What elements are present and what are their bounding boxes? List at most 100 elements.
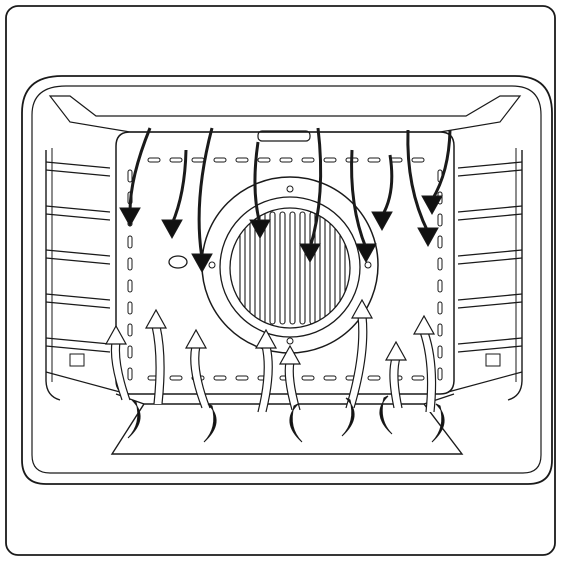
hot-arrow-head: [161, 219, 183, 240]
cool-arrow-head: [104, 324, 128, 345]
oven-light: [168, 255, 188, 269]
fan-screw: [286, 185, 294, 193]
hot-arrow-head: [355, 243, 377, 264]
hot-arrow-head: [119, 207, 141, 228]
hot-arrow-head: [191, 253, 213, 274]
cool-arrow-head: [254, 328, 278, 349]
rack-rung: [457, 205, 523, 221]
vent-slot: [127, 345, 133, 359]
vent-slot: [127, 257, 133, 271]
hot-arrow-shaft: [170, 149, 188, 225]
air-curls: [127, 395, 445, 443]
ceiling-vent: [257, 130, 311, 142]
hot-arrow-head: [371, 211, 393, 232]
vent-slot: [127, 323, 133, 337]
vent-slot: [127, 301, 133, 315]
grille-slot: [279, 211, 286, 325]
hot-arrow-head: [299, 243, 321, 264]
cool-arrow-head: [412, 314, 436, 335]
grille-slot: [289, 211, 296, 325]
oven-cavity-inner-rim: [31, 85, 542, 474]
vent-slot: [437, 257, 443, 271]
vent-slot: [411, 157, 425, 163]
rack-left: [45, 148, 121, 401]
rack-post: [45, 150, 61, 401]
hot-arrow-shaft: [406, 129, 430, 233]
oven-cavity-outer: [21, 75, 553, 485]
fan-grille-rim: [229, 207, 351, 329]
air-curl: [127, 399, 141, 439]
vent-slot: [437, 323, 443, 337]
rack-rung: [457, 161, 523, 177]
vent-slot: [323, 375, 337, 381]
vent-slot: [323, 157, 337, 163]
cool-arrow-head: [144, 308, 168, 329]
cool-air-arrows: [104, 298, 437, 413]
cool-arrow-head: [184, 328, 208, 349]
rack-rung: [45, 205, 111, 221]
hot-arrow-shaft: [128, 127, 152, 213]
vent-slot: [235, 157, 249, 163]
hot-arrow-shaft: [380, 154, 394, 217]
vent-slot: [301, 375, 315, 381]
vent-slot: [169, 157, 183, 163]
air-curl: [203, 403, 217, 443]
vent-slot: [147, 157, 161, 163]
vent-slot: [213, 157, 227, 163]
hot-arrow-shaft: [197, 127, 214, 259]
rack-rung: [45, 337, 111, 353]
rack-right: [447, 148, 523, 401]
fan-cover-ring: [219, 196, 361, 338]
hot-arrow-shaft: [253, 141, 262, 225]
cavity-floor: [110, 403, 464, 455]
air-curl: [431, 403, 445, 443]
vent-slot: [437, 213, 443, 227]
grille-slot: [299, 211, 306, 325]
hot-arrow-shaft: [350, 149, 368, 249]
grille-slot: [269, 211, 276, 325]
vent-slot: [411, 375, 425, 381]
vent-slot: [279, 157, 293, 163]
rack-rung: [45, 293, 111, 309]
vent-slot: [127, 169, 133, 183]
rack-clip: [69, 353, 85, 367]
hot-arrow-shaft: [308, 127, 323, 249]
cool-arrow-head: [384, 340, 408, 361]
rack-rung: [457, 293, 523, 309]
back-wall: [115, 131, 455, 395]
outer-frame: [5, 5, 556, 556]
rack-rung: [447, 371, 523, 393]
vent-slot: [437, 301, 443, 315]
hot-air-arrows: [119, 127, 452, 274]
rack-rung: [457, 337, 523, 353]
vent-slot: [257, 157, 271, 163]
hot-arrow-head: [421, 195, 443, 216]
air-curl: [289, 403, 303, 443]
rack-rung: [457, 249, 523, 265]
rack-clip: [485, 353, 501, 367]
vent-slot: [367, 375, 381, 381]
cool-arrow-head: [278, 344, 302, 365]
rack-post: [507, 150, 523, 401]
hot-arrow-head: [249, 219, 271, 240]
rack-rung: [45, 249, 111, 265]
fan-screw: [208, 261, 216, 269]
vent-slot: [437, 345, 443, 359]
vent-slot: [213, 375, 227, 381]
cool-arrow-head: [350, 298, 374, 319]
vent-slot: [301, 157, 315, 163]
rack-rung: [45, 161, 111, 177]
air-curl: [341, 397, 355, 437]
vent-slot: [169, 375, 183, 381]
vent-slot: [127, 367, 133, 381]
vent-slot: [367, 157, 381, 163]
hot-arrow-head: [417, 227, 439, 248]
vent-slot: [235, 375, 249, 381]
fan-screw: [364, 261, 372, 269]
rack-rung: [45, 371, 121, 393]
vent-slot: [437, 279, 443, 293]
vent-slot: [127, 279, 133, 293]
hot-arrow-shaft: [430, 129, 452, 201]
